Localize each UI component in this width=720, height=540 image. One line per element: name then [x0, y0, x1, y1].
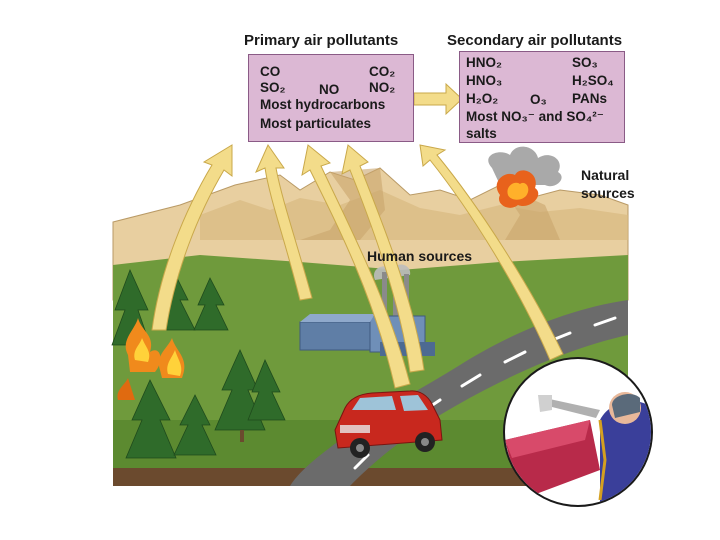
forest: [111, 267, 286, 459]
pollutant-salts-word: salts: [466, 126, 497, 141]
pollutant-no2: NO₂: [369, 80, 396, 95]
arrow-car-to-secondary: [341, 144, 425, 373]
pollutant-so3: SO₃: [572, 55, 598, 70]
arrow-primary-to-secondary: [413, 82, 463, 116]
pollutant-h2so4: H₂SO₄: [572, 73, 614, 88]
human-sources-label: Human sources: [367, 248, 473, 264]
pollutant-particulates: Most particulates: [260, 116, 372, 131]
arrow-road-to-secondary: [419, 144, 564, 361]
secondary-pollutants-header: Secondary air pollutants: [447, 32, 623, 49]
car: [334, 390, 443, 458]
pollutant-h2o2: H₂O₂: [466, 91, 499, 106]
pollutant-co: CO: [260, 64, 281, 79]
natural-label-line1: Natural: [581, 167, 630, 183]
pollutant-so2: SO₂: [260, 80, 286, 95]
volcano: [488, 146, 562, 208]
pollutant-hno2: HNO₂: [466, 55, 502, 70]
pollutant-pans: PANs: [572, 91, 608, 106]
pollutant-hydrocarbons: Most hydrocarbons: [260, 97, 386, 112]
pollutant-hno3: HNO₃: [466, 73, 503, 88]
arrow-car-to-primary: [301, 144, 411, 389]
natural-label-line2: sources: [581, 185, 635, 201]
natural-sources-label: Natural sources: [581, 166, 635, 202]
primary-pollutants-box: CO CO₂ SO₂ NO NO₂ Most hydrocarbons Most…: [248, 54, 414, 142]
arrow-factory-to-primary: [255, 143, 313, 301]
pollutant-salts: Most NO₃⁻ and SO₄²⁻: [466, 109, 604, 124]
forest-fire: [117, 318, 185, 400]
pollutant-o3: O₃: [530, 92, 547, 107]
secondary-pollutants-box: HNO₂ SO₃ HNO₃ H₂SO₄ H₂O₂ O₃ PANs Most NO…: [459, 51, 625, 143]
soil-strip: [113, 468, 628, 486]
pollutant-arrows: [151, 82, 564, 389]
spray-painting-inset: [503, 357, 653, 507]
primary-pollutants-header: Primary air pollutants: [244, 32, 399, 49]
arrow-forest-to-primary: [151, 144, 233, 331]
pollutant-co2: CO₂: [369, 64, 396, 79]
pollutant-no: NO: [319, 82, 340, 97]
